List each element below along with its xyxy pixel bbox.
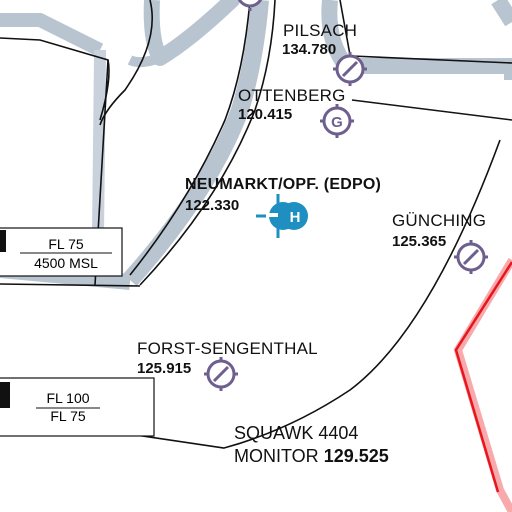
airfield-frequency: 134.780 [282, 41, 337, 58]
airspace-boundary [0, 0, 512, 449]
airfield-name: OTTENBERG [238, 86, 346, 105]
glider-field-icon[interactable] [237, 0, 263, 11]
glider-field-icon[interactable] [333, 52, 367, 86]
airfield-name: NEUMARKT/OPF. (EDPO) [185, 176, 381, 193]
heliport-letter: H [290, 209, 301, 226]
airfield-frequency: 125.365 [392, 233, 447, 250]
restricted-area [453, 257, 512, 512]
airspace-upper-limit: FL 75 [48, 236, 84, 252]
airfield-name: PILSACH [283, 21, 358, 40]
airspace-label-box [0, 377, 155, 437]
squawk-code: SQUAWK 4404 [234, 423, 359, 443]
monitor-frequency: 129.525 [323, 446, 389, 466]
airfield-name: GÜNCHING [392, 211, 487, 230]
airspace-label-box [0, 227, 123, 277]
monitor-instruction: MONITOR 129.525 [234, 447, 389, 465]
glider-site-icon[interactable]: G [320, 104, 354, 138]
airspace-lower-limit: FL 75 [50, 408, 86, 424]
glider-field-icon[interactable] [454, 240, 488, 274]
airfield-frequency: 120.415 [238, 106, 293, 123]
airfield-frequency: 122.330 [185, 197, 240, 214]
glider-site-letter: G [331, 114, 343, 131]
heliport-icon[interactable]: H [256, 194, 308, 238]
glider-field-icon[interactable] [204, 357, 238, 391]
airfield-name: FORST-SENGENTHAL [137, 339, 318, 358]
monitor-label: MONITOR [234, 446, 319, 466]
airspace-upper-limit: FL 100 [46, 390, 90, 406]
airspace-lower-limit: 4500 MSL [34, 255, 98, 271]
airfield-frequency: 125.915 [137, 360, 192, 377]
